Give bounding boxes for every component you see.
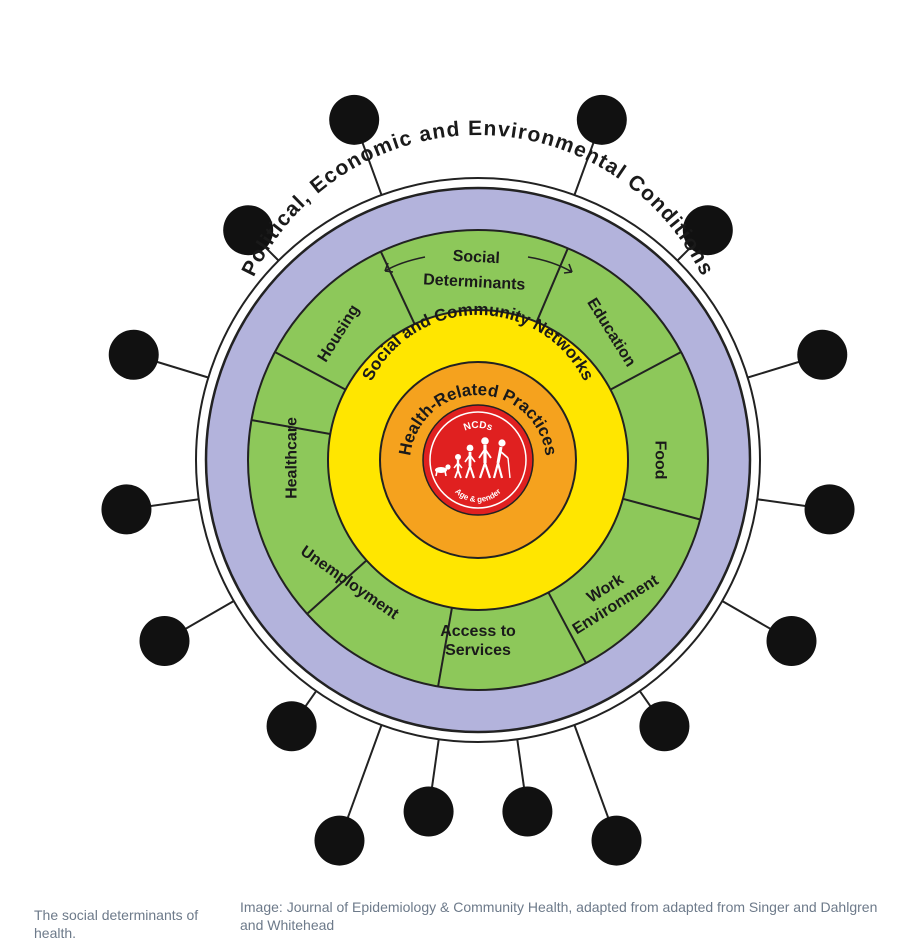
satellite-dot (682, 205, 733, 256)
segment-dividers (251, 247, 701, 687)
satellite-dot (804, 484, 855, 535)
segment-food: Food (651, 440, 668, 479)
segment-divider (274, 351, 347, 391)
satellite-dot (591, 815, 642, 866)
satellite-dot (139, 616, 190, 666)
left-arrow-icon (384, 256, 426, 272)
satellite-dot (223, 205, 274, 256)
ncd-core (422, 404, 534, 516)
segment-divider (437, 607, 453, 687)
header-line-1: Social (452, 248, 500, 267)
satellite-dot (329, 94, 380, 145)
satellite-dot (108, 329, 159, 380)
right-arrowhead-icon (563, 263, 573, 274)
satellite-dot (502, 786, 553, 837)
satellite-dot (576, 94, 627, 145)
segment-label-line: Services (445, 642, 511, 659)
segment-label-line: Access to (440, 623, 516, 640)
segment-label-line: Healthcare (284, 417, 301, 499)
satellite-dot (639, 701, 690, 752)
left-arrowhead-icon (384, 262, 394, 273)
segment-divider (609, 351, 682, 391)
life-course-figures-icon (435, 437, 511, 479)
satellite-dot (101, 484, 152, 535)
satellite-dot (797, 329, 848, 380)
social-determinants-diagram: Political, Economic and Environmental Co… (101, 94, 855, 866)
header-line-2: Determinants (423, 271, 526, 293)
satellite-dot (766, 616, 817, 666)
satellite-dot (266, 701, 317, 752)
satellite-dot (403, 786, 454, 837)
right-arrow-icon (527, 256, 573, 273)
figure-caption: The social determinants of health. (34, 907, 199, 941)
segment-divider (379, 251, 416, 325)
satellite-spokes (101, 94, 855, 866)
segment-divider (306, 559, 368, 615)
segment-divider (535, 247, 569, 323)
segment-divider (547, 591, 587, 664)
segment-label-line: Food (651, 440, 668, 479)
core-inner-ring (429, 411, 527, 509)
segment-healthcare: Healthcare (284, 417, 301, 499)
satellite-dot (314, 815, 365, 866)
segment-divider (251, 419, 331, 435)
segment-access: Access to Services (440, 623, 516, 659)
image-credit: Image: Journal of Epidemiology & Communi… (240, 899, 878, 933)
segment-divider (622, 497, 701, 521)
